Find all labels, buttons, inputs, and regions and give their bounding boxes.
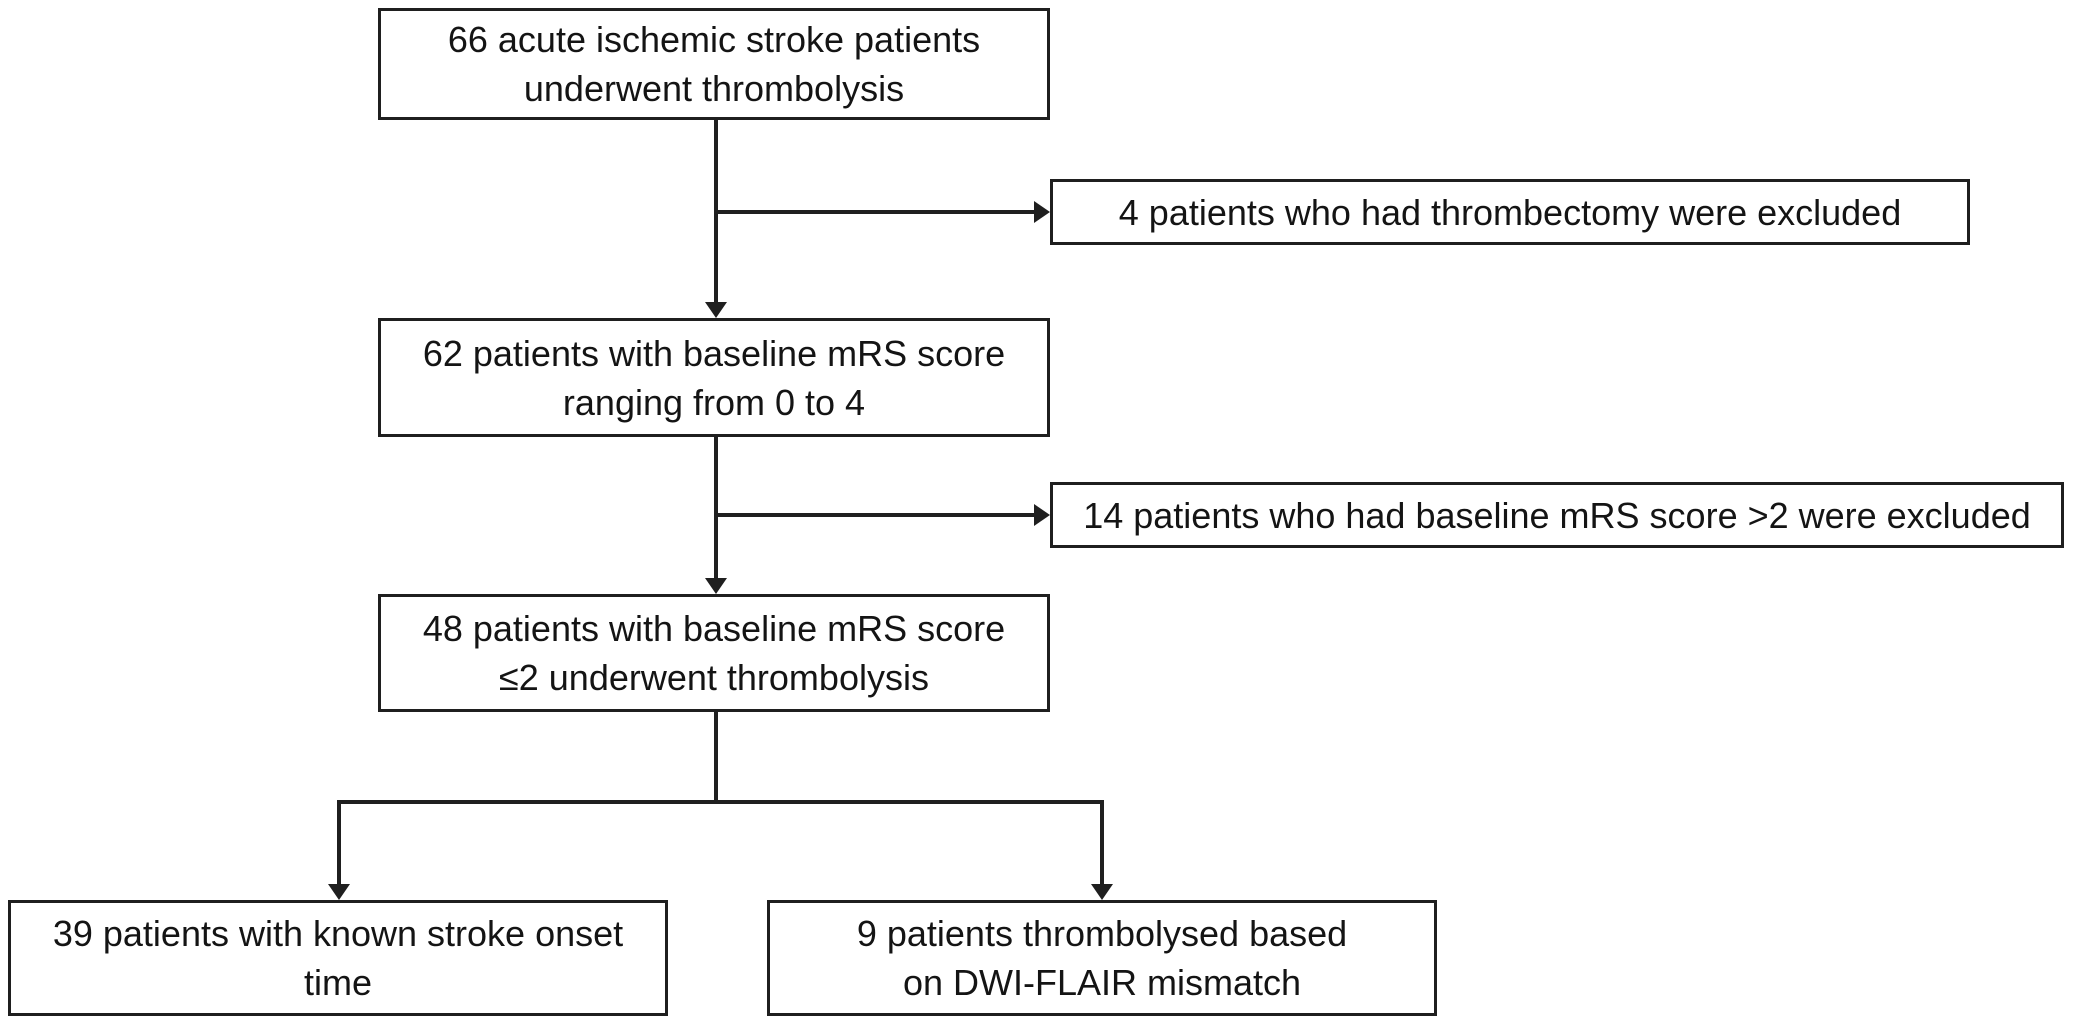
- arrowhead-into-known-onset: [328, 884, 350, 900]
- connector-to-known-onset: [337, 800, 341, 884]
- flow-node-dwi-flair-mismatch: 9 patients thrombolysed based on DWI-FLA…: [767, 900, 1437, 1016]
- connector-mrsle2-stem: [714, 712, 718, 804]
- flow-node-baseline-mrs-le-2: 48 patients with baseline mRS score ≤2 u…: [378, 594, 1050, 712]
- connector-to-dwi-flair: [1100, 800, 1104, 884]
- flow-node-enrolled: 66 acute ischemic stroke patients underw…: [378, 8, 1050, 120]
- connector-branch-excluded-mrs-above-2: [716, 513, 1034, 517]
- arrowhead-into-mrs04: [705, 302, 727, 318]
- connector-mrs04-to-mrsle2: [714, 437, 718, 578]
- arrowhead-into-dwi-flair: [1091, 884, 1113, 900]
- connector-split-bar: [337, 800, 1104, 804]
- flow-node-excluded-mrs-above-2: 14 patients who had baseline mRS score >…: [1050, 482, 2064, 548]
- flow-node-known-onset-time: 39 patients with known stroke onset time: [8, 900, 668, 1016]
- connector-branch-excluded-thrombectomy: [716, 210, 1034, 214]
- arrowhead-into-excluded-thrombectomy: [1034, 201, 1050, 223]
- arrowhead-into-excluded-mrs-above-2: [1034, 504, 1050, 526]
- arrowhead-into-mrsle2: [705, 578, 727, 594]
- flow-node-baseline-mrs-0-to-4: 62 patients with baseline mRS score rang…: [378, 318, 1050, 437]
- flow-node-excluded-thrombectomy: 4 patients who had thrombectomy were exc…: [1050, 179, 1970, 245]
